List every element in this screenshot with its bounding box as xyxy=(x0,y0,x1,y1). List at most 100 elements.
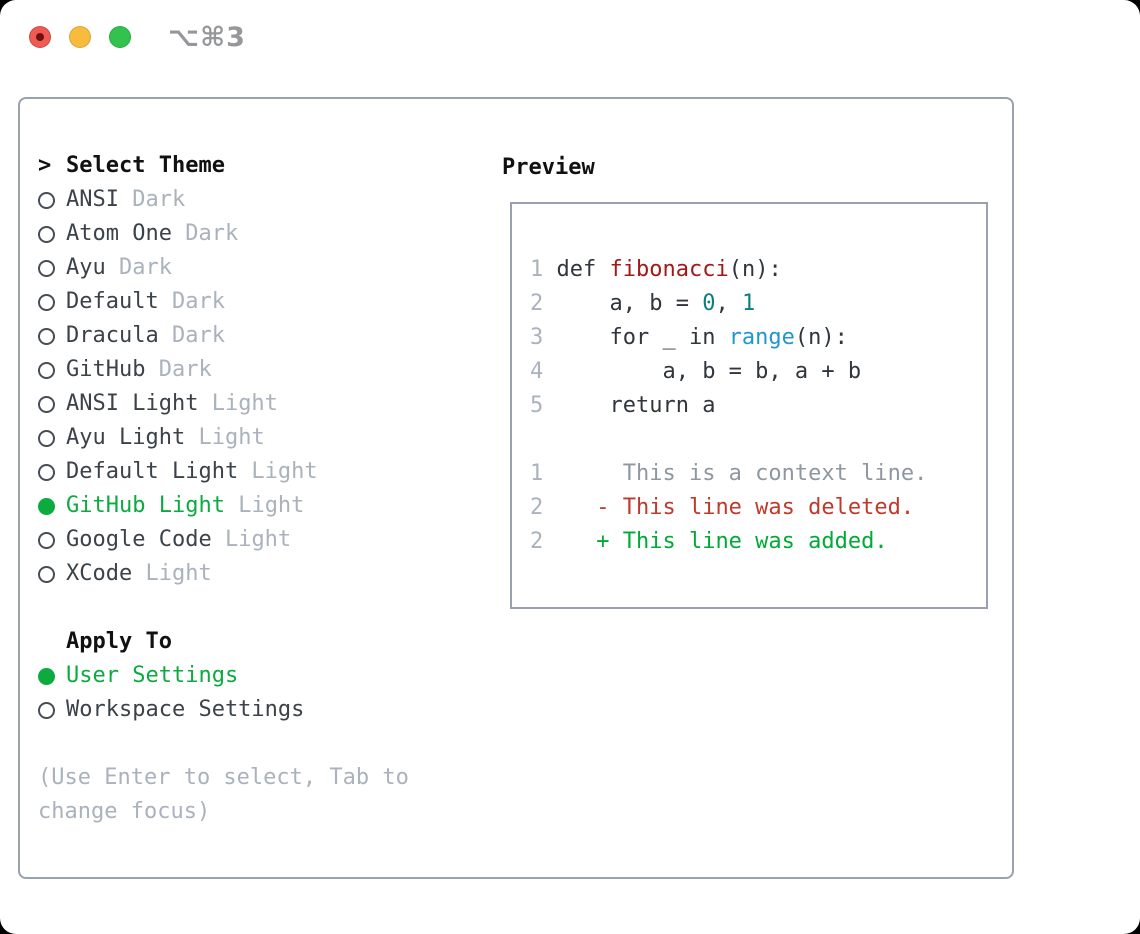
minimize-button[interactable] xyxy=(69,26,91,48)
code-line: 5 return a xyxy=(530,389,927,423)
line-number xyxy=(530,427,557,452)
code-line: 1 This is a context line. xyxy=(530,457,927,491)
code-line: 4 a, b = b, a + b xyxy=(530,355,927,389)
theme-item-label: Ayu Light xyxy=(66,425,186,450)
radio-unselected-icon xyxy=(38,259,66,277)
theme-item-label: GitHub xyxy=(66,357,146,382)
radio-unselected-icon xyxy=(38,327,66,345)
theme-item-atom-one[interactable]: Atom One Dark xyxy=(38,217,409,251)
line-number: 4 xyxy=(530,359,557,384)
code-segment-fg: return a xyxy=(556,393,716,418)
apply-to-title: Apply To xyxy=(66,629,172,654)
theme-item-github[interactable]: GitHub Dark xyxy=(38,353,409,387)
code-segment-fg: a, b = xyxy=(556,291,703,316)
theme-item-xcode[interactable]: XCode Light xyxy=(38,557,409,591)
theme-variant-label: Light xyxy=(132,561,212,586)
radio-unselected-icon xyxy=(38,565,66,583)
code-line: 1 def fibonacci(n): xyxy=(530,253,927,287)
code-segment-deleted: - This line was deleted. xyxy=(556,495,915,520)
theme-item-ayu-light[interactable]: Ayu Light Light xyxy=(38,421,409,455)
theme-item-label: GitHub Light xyxy=(66,493,225,518)
apply-option-label: Workspace Settings xyxy=(66,697,305,722)
code-segment-fg: (n): xyxy=(794,325,848,350)
theme-item-label: ANSI xyxy=(66,187,119,212)
radio-unselected-icon xyxy=(38,293,66,311)
line-number: 2 xyxy=(530,529,557,554)
code-segment-fg: for _ in xyxy=(556,325,729,350)
spacer xyxy=(38,591,409,625)
theme-item-label: Dracula xyxy=(66,323,159,348)
apply-option-workspace-settings[interactable]: Workspace Settings xyxy=(38,693,409,727)
theme-variant-label: Light xyxy=(224,493,305,518)
theme-variant-label: Light xyxy=(198,391,278,416)
theme-item-ansi[interactable]: ANSI Dark xyxy=(38,183,409,217)
theme-item-label: Default Light xyxy=(66,459,239,484)
close-button[interactable] xyxy=(29,26,51,48)
theme-variant-label: Light xyxy=(211,527,292,552)
line-number: 3 xyxy=(530,325,557,350)
code-segment-fg: a, b = b, a + b xyxy=(556,359,862,384)
titlebar: ⌥⌘3 xyxy=(0,0,1140,76)
theme-item-label: Atom One xyxy=(66,221,172,246)
line-number: 2 xyxy=(530,495,557,520)
theme-item-dracula[interactable]: Dracula Dark xyxy=(38,319,409,353)
line-number: 1 xyxy=(530,461,557,486)
line-number: 2 xyxy=(530,291,557,316)
selection-caret-icon: > xyxy=(38,153,52,178)
select-theme-header: > Select Theme xyxy=(38,149,409,183)
theme-item-google-code[interactable]: Google Code Light xyxy=(38,523,409,557)
theme-variant-label: Dark xyxy=(118,187,186,212)
theme-item-label: Default xyxy=(66,289,159,314)
code-segment-func: fibonacci xyxy=(609,257,729,282)
theme-item-label: Ayu xyxy=(66,255,106,280)
code-line: 2 + This line was added. xyxy=(530,525,927,559)
radio-unselected-icon xyxy=(38,395,66,413)
theme-item-ayu[interactable]: Ayu Dark xyxy=(38,251,409,285)
radio-unselected-icon xyxy=(38,463,66,481)
code-segment-fg: (n): xyxy=(728,257,782,282)
radio-unselected-icon xyxy=(38,191,66,209)
code-line: 2 - This line was deleted. xyxy=(530,491,927,525)
radio-unselected-icon xyxy=(38,225,66,243)
radio-unselected-icon xyxy=(38,429,66,447)
radio-unselected-icon xyxy=(38,361,66,379)
radio-selected-icon xyxy=(38,667,66,685)
radio-selected-icon xyxy=(38,497,66,515)
theme-variant-label: Light xyxy=(185,425,265,450)
apply-option-label: User Settings xyxy=(66,663,239,688)
code-segment-fg: , xyxy=(715,291,742,316)
maximize-button[interactable] xyxy=(109,26,131,48)
apply-option-user-settings[interactable]: User Settings xyxy=(38,659,409,693)
hint-line-1: (Use Enter to select, Tab to xyxy=(38,765,409,790)
code-segment-builtin: range xyxy=(728,325,795,350)
line-number: 1 xyxy=(530,257,557,282)
code-segment-fg: def xyxy=(556,257,610,282)
theme-variant-label: Dark xyxy=(105,255,172,280)
theme-variant-label: Light xyxy=(238,459,318,484)
code-segment-num: 0 xyxy=(702,291,716,316)
theme-variant-label: Dark xyxy=(158,323,225,348)
theme-variant-label: Dark xyxy=(171,221,239,246)
radio-unselected-icon xyxy=(38,701,66,719)
theme-item-label: ANSI Light xyxy=(66,391,199,416)
select-theme-title: Select Theme xyxy=(66,153,225,178)
code-segment-context: This is a context line. xyxy=(556,461,928,486)
apply-to-header: Apply To xyxy=(38,625,409,659)
spacer xyxy=(38,727,409,761)
preview-title: Preview xyxy=(502,155,595,180)
theme-item-default-light[interactable]: Default Light Light xyxy=(38,455,409,489)
theme-item-label: XCode xyxy=(66,561,133,586)
code-line xyxy=(530,423,927,457)
theme-item-default[interactable]: Default Dark xyxy=(38,285,409,319)
theme-item-github-light[interactable]: GitHub Light Light xyxy=(38,489,409,523)
theme-variant-label: Dark xyxy=(145,357,212,382)
code-segment-num: 1 xyxy=(741,291,756,316)
window-shortcut-label: ⌥⌘3 xyxy=(168,22,246,53)
hint-line-2: change focus) xyxy=(38,799,211,824)
theme-item-ansi-light[interactable]: ANSI Light Light xyxy=(38,387,409,421)
theme-variant-label: Dark xyxy=(158,289,225,314)
